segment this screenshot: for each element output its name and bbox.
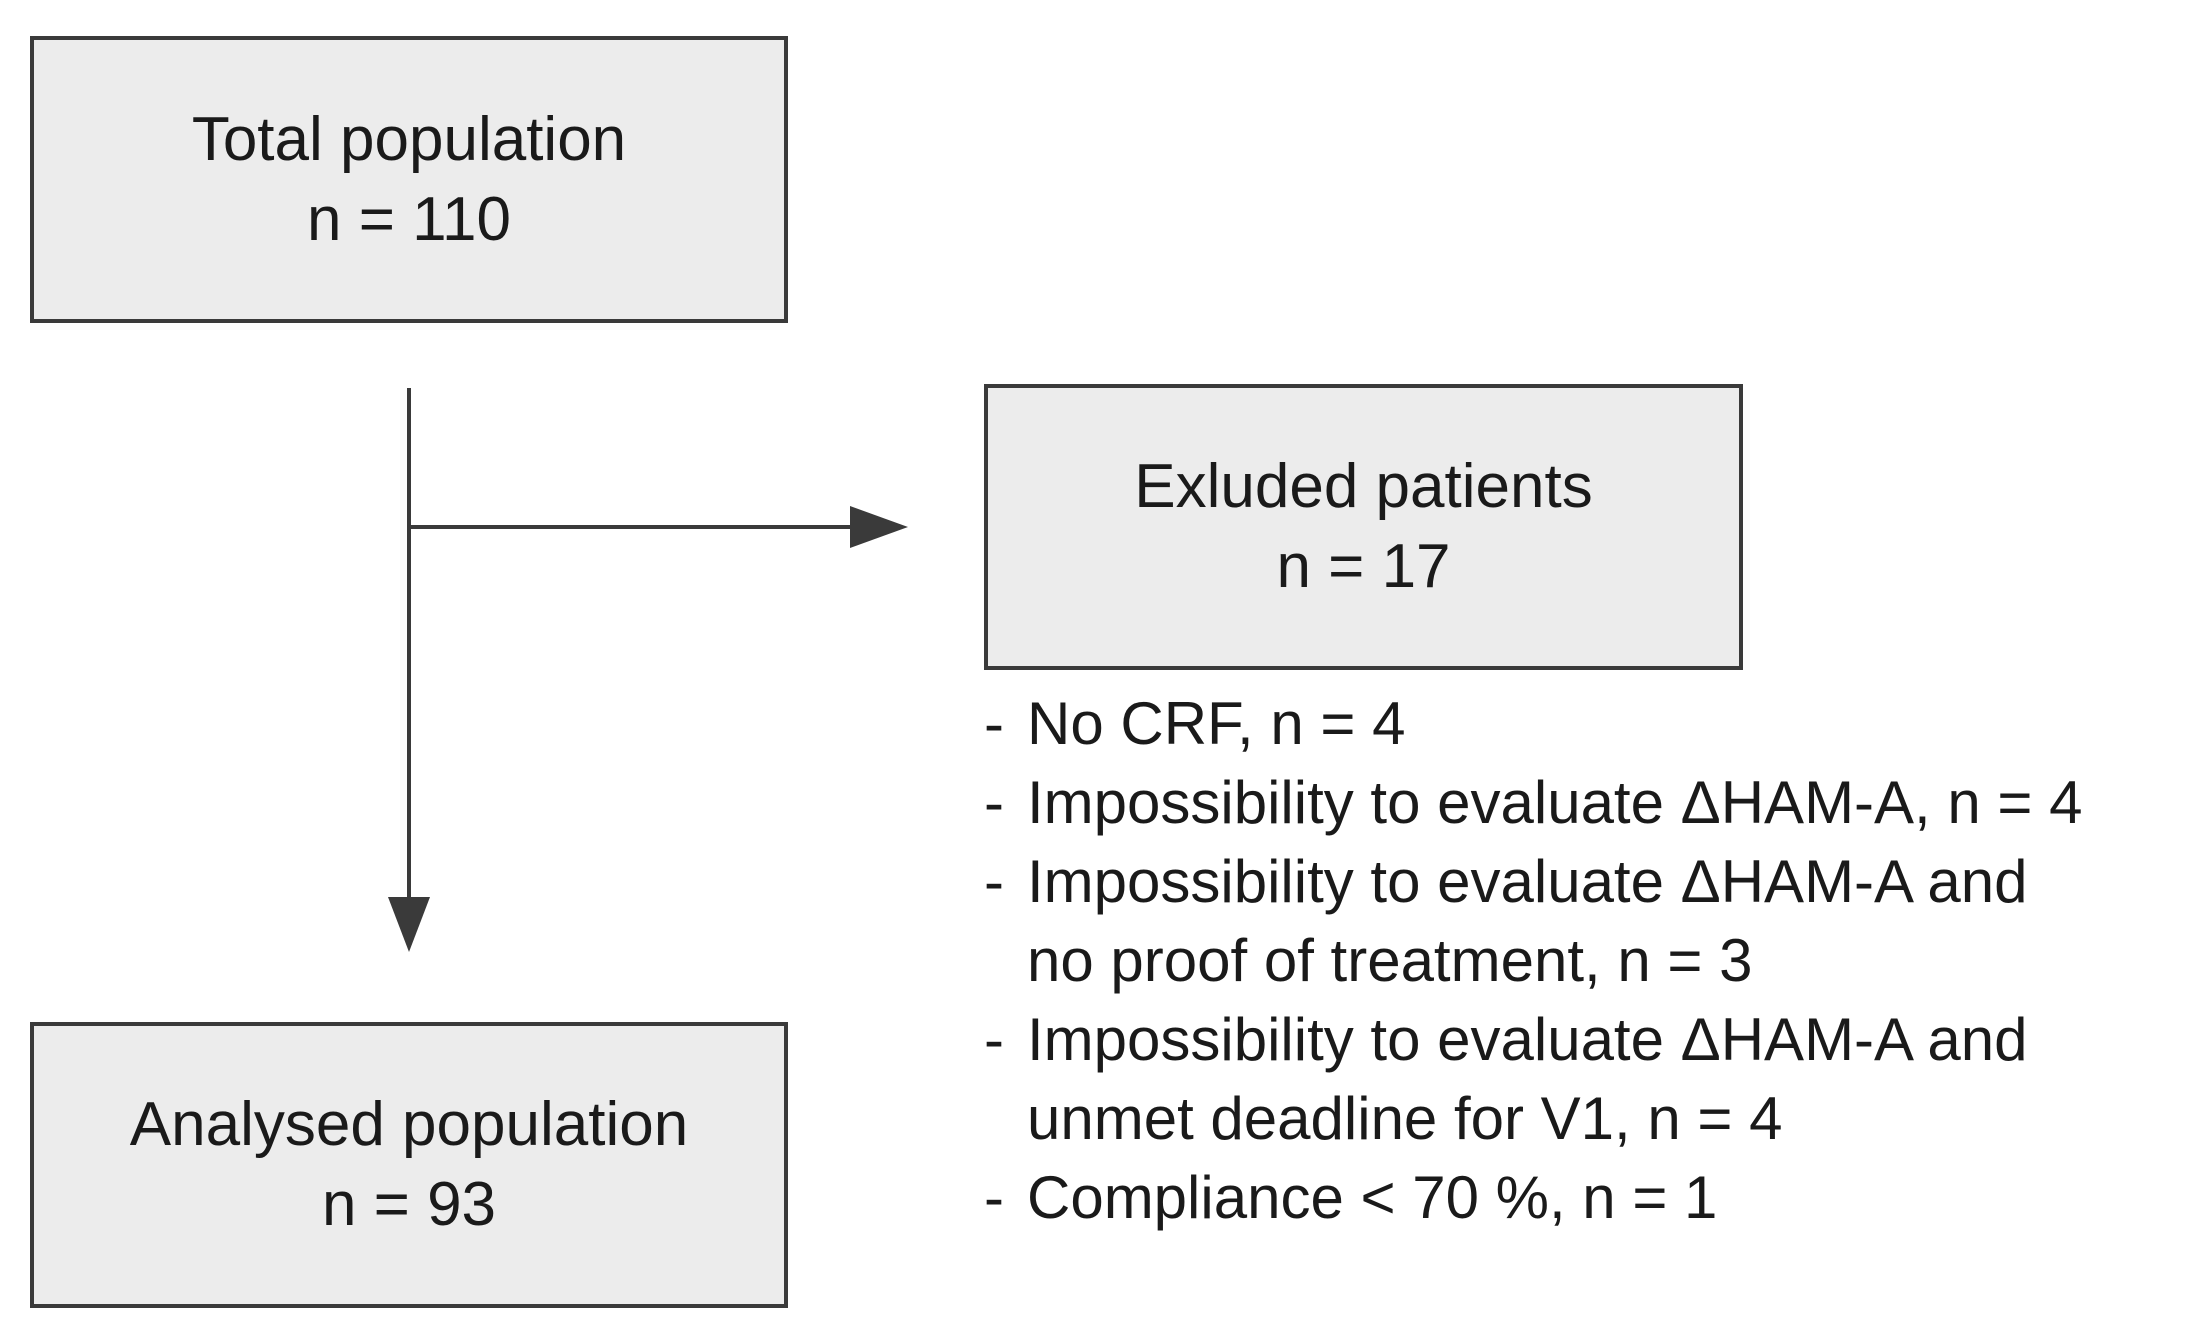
exclusion-reason-item: Impossibility to evaluate ΔHAM-A and unm…	[984, 1000, 2189, 1158]
exclusion-reason-item: Compliance < 70 %, n = 1	[984, 1158, 2189, 1237]
exclusion-reason-text: No CRF, n = 4	[1027, 690, 1406, 757]
exclusion-reason-item: Impossibility to evaluate ΔHAM-A and no …	[984, 842, 2189, 1000]
exclusion-reason-text-continued: unmet deadline for V1, n = 4	[1027, 1085, 1783, 1152]
analysed-population-box: Analysed population n = 93	[30, 1022, 788, 1308]
total-population-count: n = 110	[307, 184, 511, 254]
exclusion-reason-text: Impossibility to evaluate ΔHAM-A, n = 4	[1027, 769, 2083, 836]
total-population-box: Total population n = 110	[30, 36, 788, 323]
excluded-patients-box: Exluded patients n = 17	[984, 384, 1743, 670]
exclusion-reason-item: No CRF, n = 4	[984, 684, 2189, 763]
exclusion-reasons-list: No CRF, n = 4 Impossibility to evaluate …	[984, 684, 2189, 1237]
exclusion-reason-item: Impossibility to evaluate ΔHAM-A, n = 4	[984, 763, 2189, 842]
exclusion-reason-text-continued: no proof of treatment, n = 3	[1027, 927, 1753, 994]
exclusion-reason-text: Compliance < 70 %, n = 1	[1027, 1164, 1718, 1231]
exclusion-reason-text: Impossibility to evaluate ΔHAM-A and	[1027, 1006, 2028, 1073]
arrowhead-right-icon	[850, 506, 908, 548]
excluded-patients-title: Exluded patients	[1134, 452, 1593, 521]
analysed-population-count: n = 93	[321, 1170, 497, 1239]
exclusion-reason-text: Impossibility to evaluate ΔHAM-A and	[1027, 848, 2028, 915]
total-population-title: Total population	[191, 104, 627, 174]
arrowhead-down-icon	[388, 897, 430, 952]
analysed-population-title: Analysed population	[129, 1090, 689, 1159]
excluded-patients-count: n = 17	[1276, 532, 1451, 601]
